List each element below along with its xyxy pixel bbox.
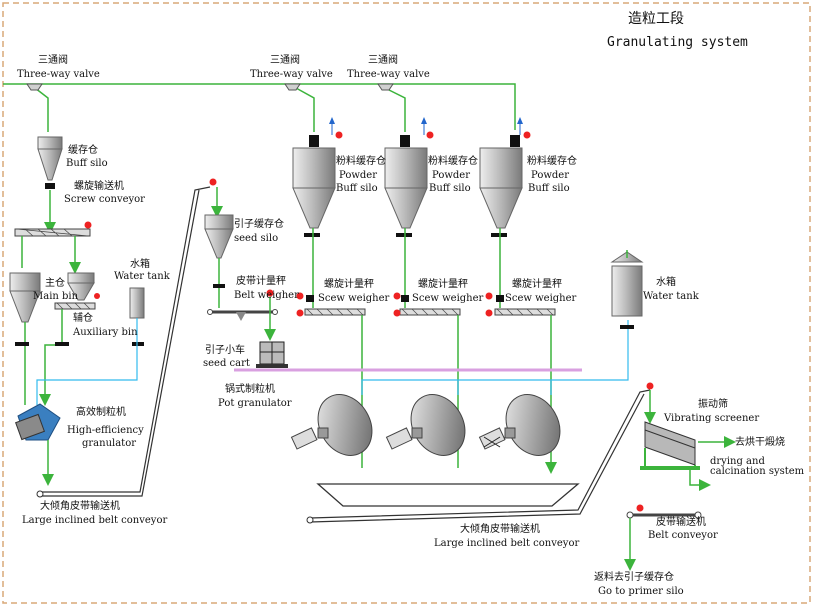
screw-weighers-shapes <box>296 292 556 317</box>
powder-silo-3-en2: Buff silo <box>528 183 570 194</box>
seed-silo-cn: 引子缓存仓 <box>234 219 284 230</box>
title-cn: 造粒工段 <box>628 11 684 27</box>
valve-1-en: Three-way valve <box>17 69 100 80</box>
powder-silo-2-en1: Powder <box>432 170 471 181</box>
granulator-en-1: High-efficiency <box>67 425 144 436</box>
powder-silo-3-cn: 粉料缓存仓 <box>527 156 577 167</box>
screw-weigher-1-en: Scew weigher <box>318 293 390 304</box>
buff-silo-shape <box>37 136 63 189</box>
belt-left-en: Large inclined belt conveyor <box>22 515 168 526</box>
valve-3-cn: 三通阀 <box>368 55 398 66</box>
water-tank-left-cn: 水箱 <box>130 259 150 270</box>
vibrating-screener-en: Vibrating screener <box>664 413 760 424</box>
screw-weigher-2-cn: 螺旋计量秤 <box>418 279 468 290</box>
left-belt-line <box>40 186 211 493</box>
buff-silo-en: Buff silo <box>66 158 108 169</box>
screw-conveyor-cn: 螺旋输送机 <box>74 181 124 192</box>
valve-2-cn: 三通阀 <box>270 55 300 66</box>
belt-left-cn: 大倾角皮带输送机 <box>40 501 120 512</box>
water-tank-right-en: Water tank <box>643 291 699 302</box>
buff-silo-cn: 缓存仓 <box>68 145 98 156</box>
title-en: Granulating system <box>607 35 748 50</box>
water-tank-right-shape <box>610 251 644 329</box>
drying-en-2: calcination system <box>710 466 805 477</box>
powder-silo-1-en2: Buff silo <box>336 183 378 194</box>
pot-granulator-cn: 锅式制粒机 <box>225 384 275 395</box>
primer-en: Go to primer silo <box>598 586 684 597</box>
seed-silo-shape <box>204 214 234 259</box>
pot-granulator-en: Pot granulator <box>218 398 292 409</box>
drying-cn: 去烘干煅烧 <box>735 437 785 448</box>
granulator-cn: 高效制粒机 <box>76 407 126 418</box>
seed-silo-en: seed silo <box>234 233 279 244</box>
powder-silo-1-en1: Powder <box>339 170 378 181</box>
primer-cn: 返料去引子缓存仓 <box>594 572 674 583</box>
powder-silo-2-shape <box>384 135 428 237</box>
water-tank-left-en: Water tank <box>114 271 170 282</box>
auxiliary-bin-shape <box>67 272 95 301</box>
water-tank-right-cn: 水箱 <box>656 277 676 288</box>
screw-weigher-1-cn: 螺旋计量秤 <box>324 279 374 290</box>
belt-conveyor-cn: 皮带输送机 <box>656 517 706 528</box>
central-belt-shape <box>316 483 580 507</box>
granulator-en-2: granulator <box>82 438 137 449</box>
valve-1-cn: 三通阀 <box>38 55 68 66</box>
powder-silo-2-cn: 粉料缓存仓 <box>428 156 478 167</box>
alarm-icon <box>84 221 92 229</box>
seed-cart-en: seed cart <box>203 358 250 369</box>
valve-3-en: Three-way valve <box>347 69 430 80</box>
powder-silo-1-shape <box>292 135 336 237</box>
vibrating-screener-shape <box>640 421 700 470</box>
screw-conveyor-en: Screw conveyor <box>64 194 145 205</box>
powder-silo-2-en2: Buff silo <box>429 183 471 194</box>
three-way-valve-icons <box>26 83 394 91</box>
main-bin-en: Main bin <box>33 291 79 302</box>
drying-en-1: drying and <box>710 456 765 467</box>
pot-granulators-shapes <box>290 394 561 456</box>
powder-silo-1-cn: 粉料缓存仓 <box>336 156 386 167</box>
auxiliary-bin-en: Auxiliary bin <box>73 327 138 338</box>
screw-weigher-3-cn: 螺旋计量秤 <box>512 279 562 290</box>
screw-weigher-3-en: Scew weigher <box>505 293 577 304</box>
auxiliary-bin-cn: 辅仓 <box>73 313 93 324</box>
main-bin-cn: 主仓 <box>45 278 65 289</box>
belt-conveyor-en: Belt conveyor <box>648 530 718 541</box>
belt-weigher-en: Belt weigher <box>234 290 299 301</box>
seed-cart-cn: 引子小车 <box>205 345 245 356</box>
seed-cart-shape <box>256 341 288 368</box>
main-bin-shape <box>9 272 41 323</box>
screw-weigher-2-en: Scew weigher <box>412 293 484 304</box>
valve-2-en: Three-way valve <box>250 69 333 80</box>
powder-silo-3-en1: Powder <box>531 170 570 181</box>
powder-silo-3-shape <box>479 135 523 237</box>
granulator-shape <box>15 403 61 441</box>
silo-top-indicators <box>329 117 531 139</box>
vibrating-screener-cn: 振动筛 <box>698 399 728 410</box>
belt-center-cn: 大倾角皮带输送机 <box>460 524 540 535</box>
belt-center-en: Large inclined belt conveyor <box>434 538 580 549</box>
feed-line <box>3 83 516 132</box>
belt-weigher-cn: 皮带计量秤 <box>236 276 286 287</box>
